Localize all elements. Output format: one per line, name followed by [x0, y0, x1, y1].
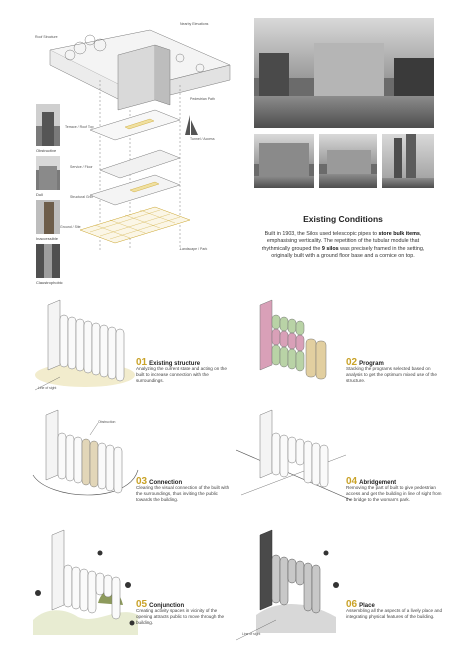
diagram-step-05	[33, 529, 138, 635]
thumb-label-obstructive: Obstructive	[36, 148, 57, 153]
diagram-step-01	[34, 299, 135, 391]
thumb-label-dull: Dull	[36, 192, 43, 197]
step-02-desc: Stacking the programs selected based on …	[346, 366, 437, 384]
site-photo-2	[319, 134, 377, 188]
thumb-claustrophobic	[36, 244, 60, 278]
thumb-obstructive	[36, 104, 60, 146]
site-photo-1	[254, 134, 314, 188]
main-site-photo	[254, 18, 434, 128]
label-sub2: Structural Grid	[70, 195, 93, 199]
diagram-step-04	[236, 409, 351, 501]
step-01-tag: Line of sight	[38, 386, 57, 390]
step-06-tag: Line of sight	[242, 632, 261, 636]
diagram-step-02	[259, 299, 327, 380]
exploded-axonometric-diagram: Nearby Elevations Roof Structure Pedestr…	[35, 22, 231, 251]
diagram-step-03	[32, 409, 139, 496]
label-sub3: Ground / Site	[60, 225, 81, 229]
existing-conditions-text: Built in 1903, the Silos used telescopic…	[261, 231, 425, 260]
thumb-label-claustrophobic: Claustrophobic	[36, 280, 63, 285]
label-park: Landscape / Park	[180, 247, 207, 251]
label-sub1: Service / Floor	[70, 165, 93, 169]
step-04-desc: Removing the part of built to give pedes…	[346, 485, 442, 503]
diagram-step-06	[236, 529, 339, 641]
label-facade: Nearby Elevations	[180, 22, 209, 26]
step-01-desc: Analyzing the current state and acting o…	[136, 366, 227, 384]
step-05-desc: Creating activity spaces in vicinity of …	[136, 608, 225, 626]
step-03-tag: Obstruction	[98, 420, 116, 424]
thumb-dull	[36, 156, 60, 190]
label-roof: Roof Structure	[35, 35, 58, 39]
step-06-desc: Assembling all the aspects of a lively p…	[346, 608, 443, 620]
label-pedestrian: Pedestrian Path	[190, 97, 215, 101]
thumb-label-inaccessible: Inaccessible	[36, 236, 59, 241]
thumb-inaccessible	[36, 200, 60, 234]
label-tunnel: Tunnel / Access	[190, 137, 215, 141]
site-photo-3	[382, 134, 434, 188]
existing-conditions-title: Existing Conditions	[303, 214, 383, 224]
step-03-desc: Clearing the visual connection of the bu…	[136, 485, 230, 503]
label-top: Terrace / Roof Top	[65, 125, 94, 129]
